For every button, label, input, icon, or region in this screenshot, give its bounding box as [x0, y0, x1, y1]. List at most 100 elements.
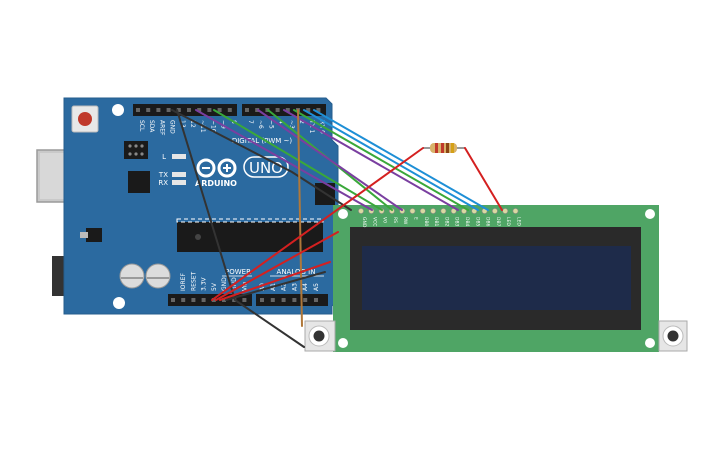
wire: [195, 109, 373, 211]
led-l: [172, 154, 186, 159]
header-pin[interactable]: [156, 108, 161, 112]
analog-label: ANALOG IN: [277, 268, 316, 276]
lcd-pin[interactable]: [358, 208, 364, 214]
lcd-pin-label: LED: [505, 217, 511, 226]
potentiometer-left[interactable]: [304, 320, 336, 352]
label-tx: TX: [158, 171, 168, 179]
pin-label: A3: [291, 283, 298, 291]
wire: [313, 109, 489, 211]
lcd-screen: [362, 246, 631, 310]
pin-label: SDA: [148, 120, 155, 133]
header-pin[interactable]: [191, 298, 196, 302]
pin-label: 7: [247, 120, 254, 124]
header-pin[interactable]: [314, 298, 318, 302]
lcd-pin-label: DB1: [433, 217, 439, 227]
header-pin[interactable]: [275, 108, 280, 112]
lcd-pin-label: DB5: [474, 217, 480, 227]
arduino-logo-text: ARDUINO: [195, 179, 237, 188]
header-pin[interactable]: [187, 108, 191, 112]
pin-label: 12: [189, 120, 196, 128]
header-pin[interactable]: [316, 108, 321, 112]
pin-label: 3.3V: [201, 276, 208, 291]
label-rx: RX: [158, 179, 168, 187]
header-pin[interactable]: [281, 298, 286, 302]
wire: [283, 109, 459, 211]
header-pin[interactable]: [222, 298, 226, 302]
lcd-pin[interactable]: [419, 208, 426, 214]
header-pin[interactable]: [292, 298, 297, 302]
pin-label: A2: [281, 283, 288, 291]
icsp-header: [124, 141, 148, 159]
header-pin[interactable]: [176, 108, 181, 112]
lcd-pin-label: V0: [382, 217, 388, 223]
led-tx: [172, 172, 186, 177]
pin-label: 2: [298, 120, 305, 124]
wire: [225, 271, 326, 301]
lcd-pin[interactable]: [409, 208, 416, 214]
header-pin[interactable]: [166, 108, 171, 112]
lcd-pin[interactable]: [491, 208, 498, 214]
header-pin[interactable]: [227, 108, 232, 112]
pin-label: RESET: [190, 271, 197, 291]
uno-badge: [243, 156, 289, 178]
header-pin[interactable]: [171, 298, 175, 302]
mounting-hole: [112, 104, 124, 116]
digital-label: DIGITAL (PWM ~): [232, 137, 293, 145]
knob-icon: [667, 330, 679, 342]
header-pin[interactable]: [270, 298, 275, 302]
pin-label: ~3: [288, 120, 295, 129]
header-pin[interactable]: [260, 298, 264, 302]
wire: [176, 109, 305, 348]
pin-label: IOREF: [180, 273, 187, 291]
lcd-pin-label: LED: [516, 217, 522, 226]
header-pin[interactable]: [197, 108, 202, 112]
lcd-pin[interactable]: [512, 208, 519, 214]
pin-label: ~10: [209, 120, 216, 133]
analog-header: [256, 294, 328, 306]
potentiometer-right[interactable]: [658, 320, 688, 352]
lcd-pin-label: GND: [361, 217, 367, 228]
uno-label: UNO: [249, 159, 283, 177]
digital-header-1: [133, 104, 237, 116]
resistor[interactable]: [423, 143, 465, 153]
label-l: L: [162, 153, 166, 161]
header-pin[interactable]: [201, 298, 206, 302]
wire: [211, 147, 424, 301]
arduino-logo-icon: [196, 158, 237, 178]
wire: [219, 261, 331, 301]
pin-label: AREF: [158, 120, 165, 136]
wire: [303, 109, 479, 211]
pin-label: SCL: [138, 120, 145, 132]
pin-label: 13: [179, 120, 186, 128]
wire: [215, 231, 339, 301]
wire: [293, 109, 469, 211]
lcd-pin[interactable]: [440, 208, 447, 214]
header-pin[interactable]: [303, 298, 308, 302]
lcd-pin-label: VCC: [371, 217, 377, 226]
led-rx: [172, 180, 186, 185]
wire: [297, 109, 303, 327]
header-pin[interactable]: [306, 108, 311, 112]
lcd-pin-label: RW: [402, 217, 408, 225]
header-pin[interactable]: [245, 108, 249, 112]
header-pin[interactable]: [181, 298, 186, 302]
mounting-hole: [113, 297, 125, 309]
pin-label: A5: [313, 283, 320, 291]
capacitor: [145, 263, 171, 289]
wire: [257, 109, 403, 211]
header-pin[interactable]: [217, 108, 222, 112]
header-pin[interactable]: [285, 108, 290, 112]
pin-label: ~6: [257, 120, 264, 129]
lcd-pin[interactable]: [502, 208, 509, 214]
pin-label: ~5: [267, 120, 274, 129]
header-pin[interactable]: [136, 108, 140, 112]
header-pin[interactable]: [207, 108, 212, 112]
header-pin[interactable]: [211, 298, 216, 302]
pin-label: 5V: [211, 282, 218, 291]
header-pin[interactable]: [146, 108, 151, 112]
lcd-pin[interactable]: [430, 208, 436, 214]
pin-label: 4: [278, 120, 285, 124]
header-pin[interactable]: [242, 298, 247, 302]
lcd-pin-label: DB7: [495, 217, 501, 227]
